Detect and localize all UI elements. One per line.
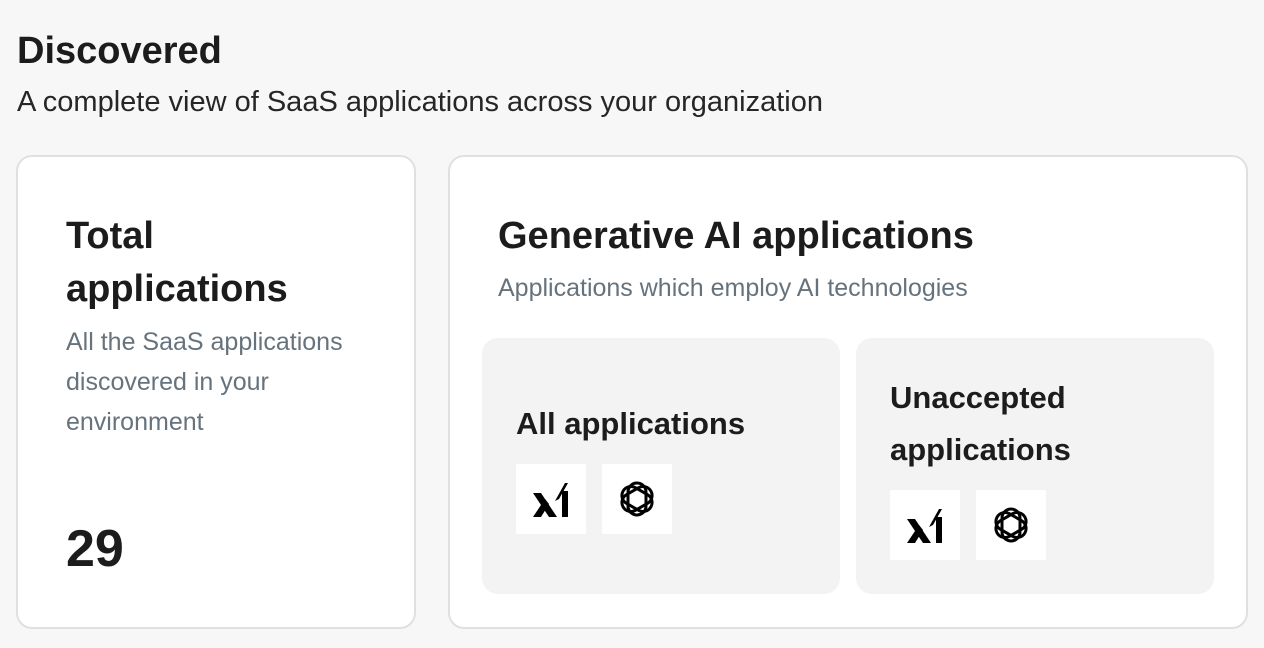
total-applications-title: Total applications bbox=[66, 215, 288, 310]
generative-ai-title: Generative AI applications bbox=[498, 215, 974, 257]
openai-logo-icon bbox=[994, 507, 1028, 543]
page-title: Discovered bbox=[17, 30, 222, 72]
generative-ai-applications-card: Generative AI applications Applications … bbox=[448, 155, 1248, 629]
openai-logo-icon[interactable] bbox=[602, 464, 672, 534]
unaccepted-applications-icon-list bbox=[890, 490, 1046, 560]
page-subtitle: A complete view of SaaS applications acr… bbox=[17, 86, 823, 118]
generative-ai-description: Applications which employ AI technologie… bbox=[498, 274, 968, 302]
all-applications-icon-list bbox=[516, 464, 672, 534]
xai-logo-icon[interactable] bbox=[516, 464, 586, 534]
total-applications-description: All the SaaS applications discovered in … bbox=[66, 328, 343, 436]
xai-logo-icon bbox=[533, 483, 568, 517]
openai-logo-icon bbox=[620, 481, 654, 517]
xai-logo-icon[interactable] bbox=[890, 490, 960, 560]
openai-logo-icon[interactable] bbox=[976, 490, 1046, 560]
all-applications-title: All applications bbox=[516, 406, 746, 441]
all-applications-card[interactable]: All applications bbox=[482, 338, 840, 594]
xai-logo-icon bbox=[907, 509, 942, 543]
unaccepted-applications-card[interactable]: Unaccepted applications bbox=[856, 338, 1214, 594]
unaccepted-applications-title: Unaccepted applications bbox=[890, 380, 1071, 467]
total-applications-card[interactable]: Total applications All the SaaS applicat… bbox=[16, 155, 416, 629]
total-applications-count: 29 bbox=[66, 520, 124, 578]
